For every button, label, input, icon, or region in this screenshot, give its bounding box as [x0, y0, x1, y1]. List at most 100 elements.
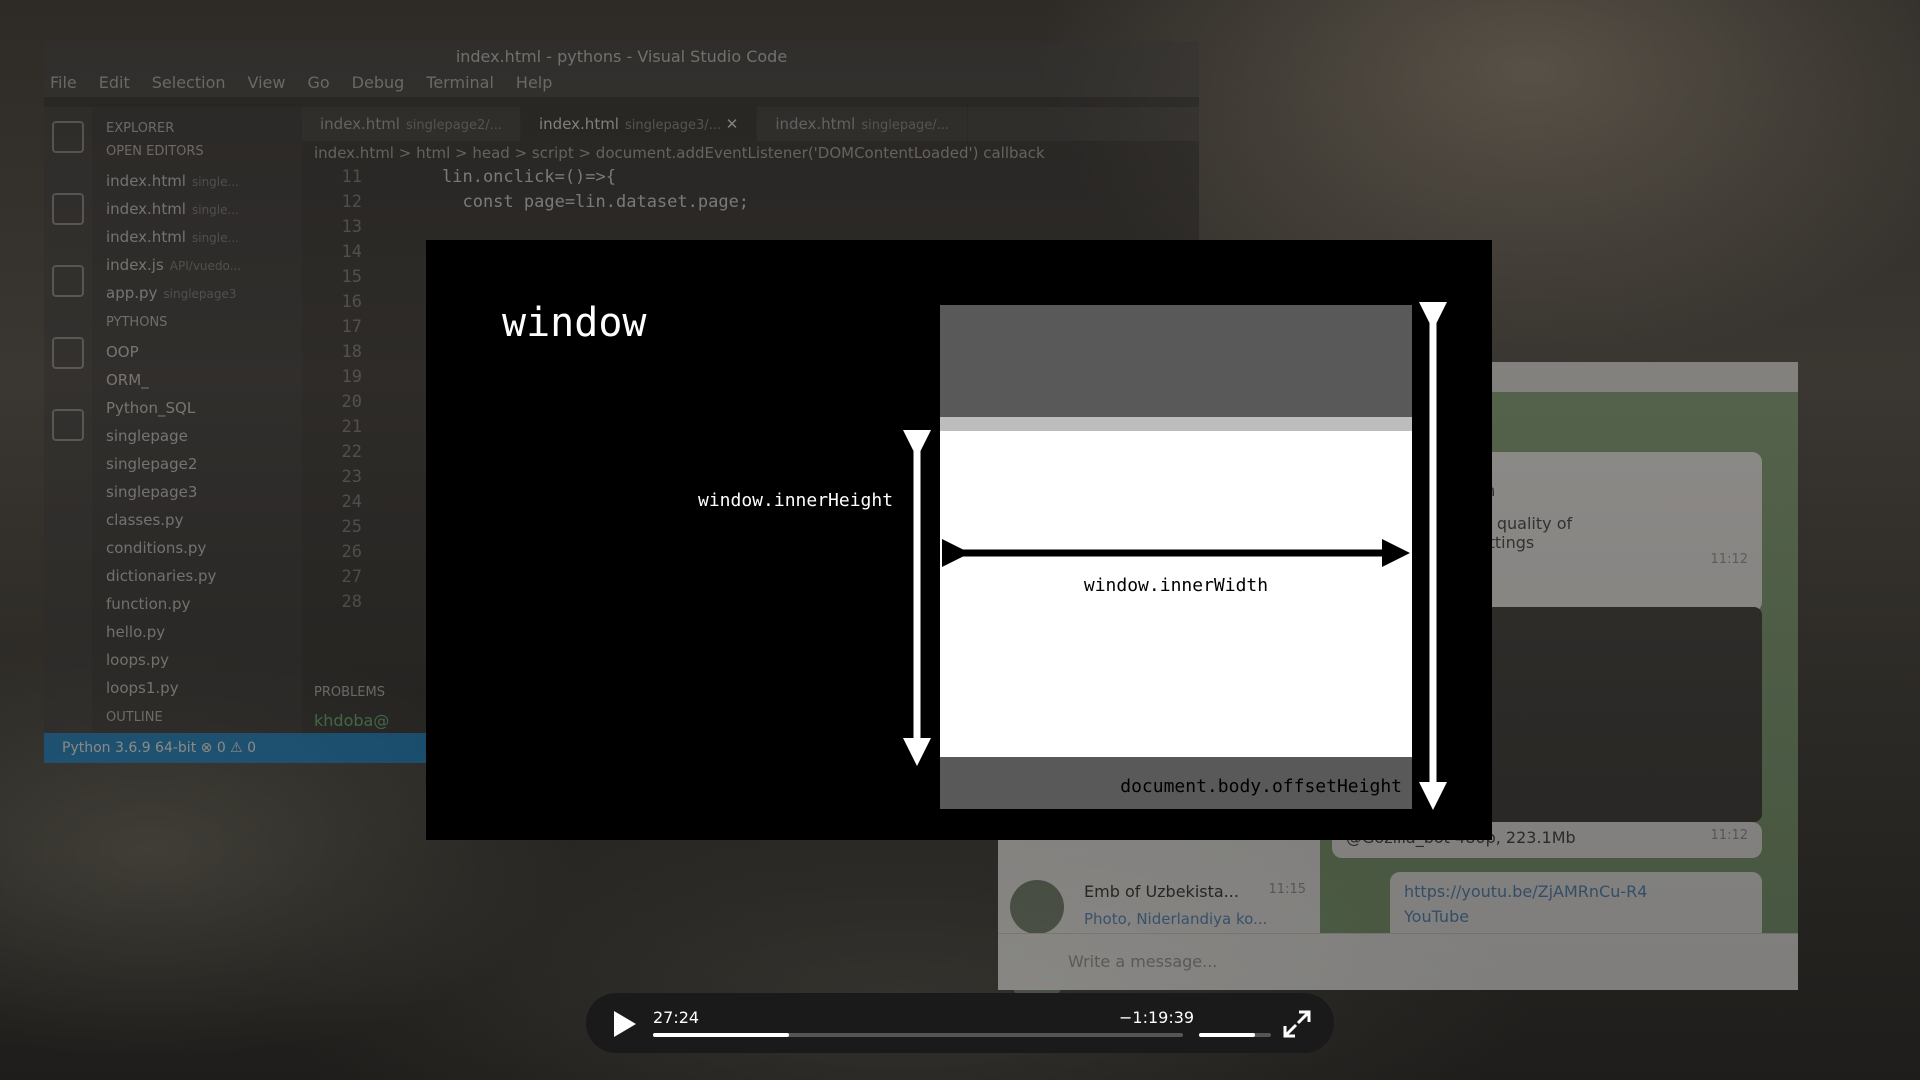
extensions-icon[interactable] — [52, 409, 84, 441]
file-tree-item[interactable]: classes.py — [106, 511, 184, 529]
avatar — [1010, 880, 1064, 934]
activity-bar — [44, 107, 92, 733]
line-number: 20 — [341, 392, 362, 412]
inner-height-label: window.innerHeight — [698, 490, 894, 511]
message-link[interactable]: https://youtu.be/ZjAMRnCu-R4 — [1404, 882, 1648, 901]
reconnect-notice: Reconnect in 24 s... Try now — [1038, 958, 1258, 976]
file-tree-item[interactable]: ORM_ — [106, 371, 149, 389]
debug-icon[interactable] — [52, 337, 84, 369]
chat-name: Emb of Uzbekista... — [1084, 882, 1239, 901]
menu-terminal[interactable]: Terminal — [426, 73, 494, 92]
file-tree-item[interactable]: loops1.py — [106, 679, 179, 697]
file-tree-item[interactable]: loops.py — [106, 651, 170, 669]
chat-time: 11:10 — [1269, 952, 1306, 967]
menu-help[interactable]: Help — [515, 73, 553, 92]
file-tree-item[interactable]: Python_SQL — [106, 399, 196, 417]
open-editors-heading[interactable]: OPEN EDITORS — [106, 144, 204, 159]
folder-heading[interactable]: PYTHONS — [106, 315, 168, 330]
message-input[interactable]: Write a message... — [998, 933, 1798, 990]
dimension-arrows — [903, 302, 1447, 810]
line-number: 15 — [341, 267, 362, 287]
menu-bar: File Edit Selection View Go Debug Termin… — [44, 73, 1199, 97]
code-line: lin.onclick=()=>{ — [442, 167, 616, 187]
menu-file[interactable]: File — [50, 73, 77, 92]
file-tree-item[interactable]: singlepage2 — [106, 455, 198, 473]
line-number: 26 — [341, 542, 362, 562]
line-number: 16 — [341, 292, 362, 312]
play-icon[interactable] — [614, 1011, 636, 1037]
line-number: 14 — [341, 242, 362, 262]
current-time: 27:24 — [653, 1008, 700, 1027]
line-number: 11 — [341, 167, 362, 187]
fullscreen-icon[interactable] — [1282, 1009, 1312, 1039]
line-number: 13 — [341, 217, 362, 237]
browser-chrome-band — [940, 417, 1412, 431]
progress-slider[interactable] — [653, 1033, 1183, 1037]
file-tree-item[interactable]: hello.py — [106, 623, 166, 641]
reconnect-text: Reconnect in 24 s... — [1038, 958, 1186, 976]
file-tree-item[interactable]: dictionaries.py — [106, 567, 217, 585]
remaining-time: −1:19:39 — [1119, 1008, 1195, 1027]
chat-preview: Photo, Niderlandiya ko... — [1084, 910, 1268, 928]
explorer-heading: EXPLORER — [106, 121, 175, 136]
line-number: 19 — [341, 367, 362, 387]
line-number: 22 — [341, 442, 362, 462]
source-control-icon[interactable] — [52, 265, 84, 297]
chat-list-item[interactable]: Emb of Uzbekista... Photo, Niderlandiya … — [998, 872, 1320, 936]
file-tree-item[interactable]: singlepage3 — [106, 483, 198, 501]
link-message: https://youtu.be/ZjAMRnCu-R4 YouTube — [1390, 872, 1762, 942]
inner-width-label: window.innerWidth — [1083, 575, 1269, 596]
line-number: 27 — [341, 567, 362, 587]
file-tree-item[interactable]: singlepage — [106, 427, 188, 445]
code-line: const page=lin.dataset.page; — [442, 192, 750, 212]
volume-slider[interactable] — [1199, 1033, 1271, 1037]
offset-height-label: document.body.offsetHeight — [1120, 776, 1402, 797]
video-frame: window window.innerHeight window.innerWi… — [426, 240, 1492, 840]
menu-go[interactable]: Go — [307, 73, 330, 92]
player-controls: 27:24 −1:19:39 — [586, 993, 1334, 1053]
menu-selection[interactable]: Selection — [151, 73, 226, 92]
terminal-prompt: khdoba@ — [314, 711, 390, 730]
link-source: YouTube — [1404, 907, 1470, 926]
menu-view[interactable]: View — [247, 73, 286, 92]
line-number: 12 — [341, 192, 362, 212]
line-number: 24 — [341, 492, 362, 512]
line-number: 21 — [341, 417, 362, 437]
problems-tab[interactable]: PROBLEMS — [314, 685, 385, 700]
message-time: 11:12 — [1710, 552, 1748, 567]
try-now-link[interactable]: Try now — [1201, 958, 1259, 976]
file-tree-item[interactable]: OOP — [106, 343, 139, 361]
progress-fill — [653, 1033, 789, 1037]
explorer-icon[interactable] — [52, 121, 84, 153]
volume-fill — [1199, 1033, 1256, 1037]
line-number: 23 — [341, 467, 362, 487]
search-icon[interactable] — [52, 193, 84, 225]
slide-title: window — [502, 300, 647, 346]
file-tree-item[interactable]: function.py — [106, 595, 191, 613]
chat-name: Qur'on yordam xi... — [1084, 952, 1238, 971]
window-title: index.html - pythons - Visual Studio Cod… — [44, 41, 1199, 73]
file-tree-item[interactable]: conditions.py — [106, 539, 207, 557]
line-number: 25 — [341, 517, 362, 537]
menu-debug[interactable]: Debug — [351, 73, 405, 92]
chat-time: 11:15 — [1268, 882, 1306, 897]
viewport-rect — [940, 431, 1412, 757]
page-bottom-band — [940, 757, 1412, 809]
line-number: 28 — [341, 592, 362, 612]
line-number: 17 — [341, 317, 362, 337]
message-time: 11:12 — [1710, 828, 1748, 843]
breadcrumb[interactable]: index.html > html > head > script > docu… — [314, 144, 1045, 162]
menu-edit[interactable]: Edit — [98, 73, 130, 92]
line-number: 18 — [341, 342, 362, 362]
outline-heading[interactable]: OUTLINE — [106, 710, 163, 725]
